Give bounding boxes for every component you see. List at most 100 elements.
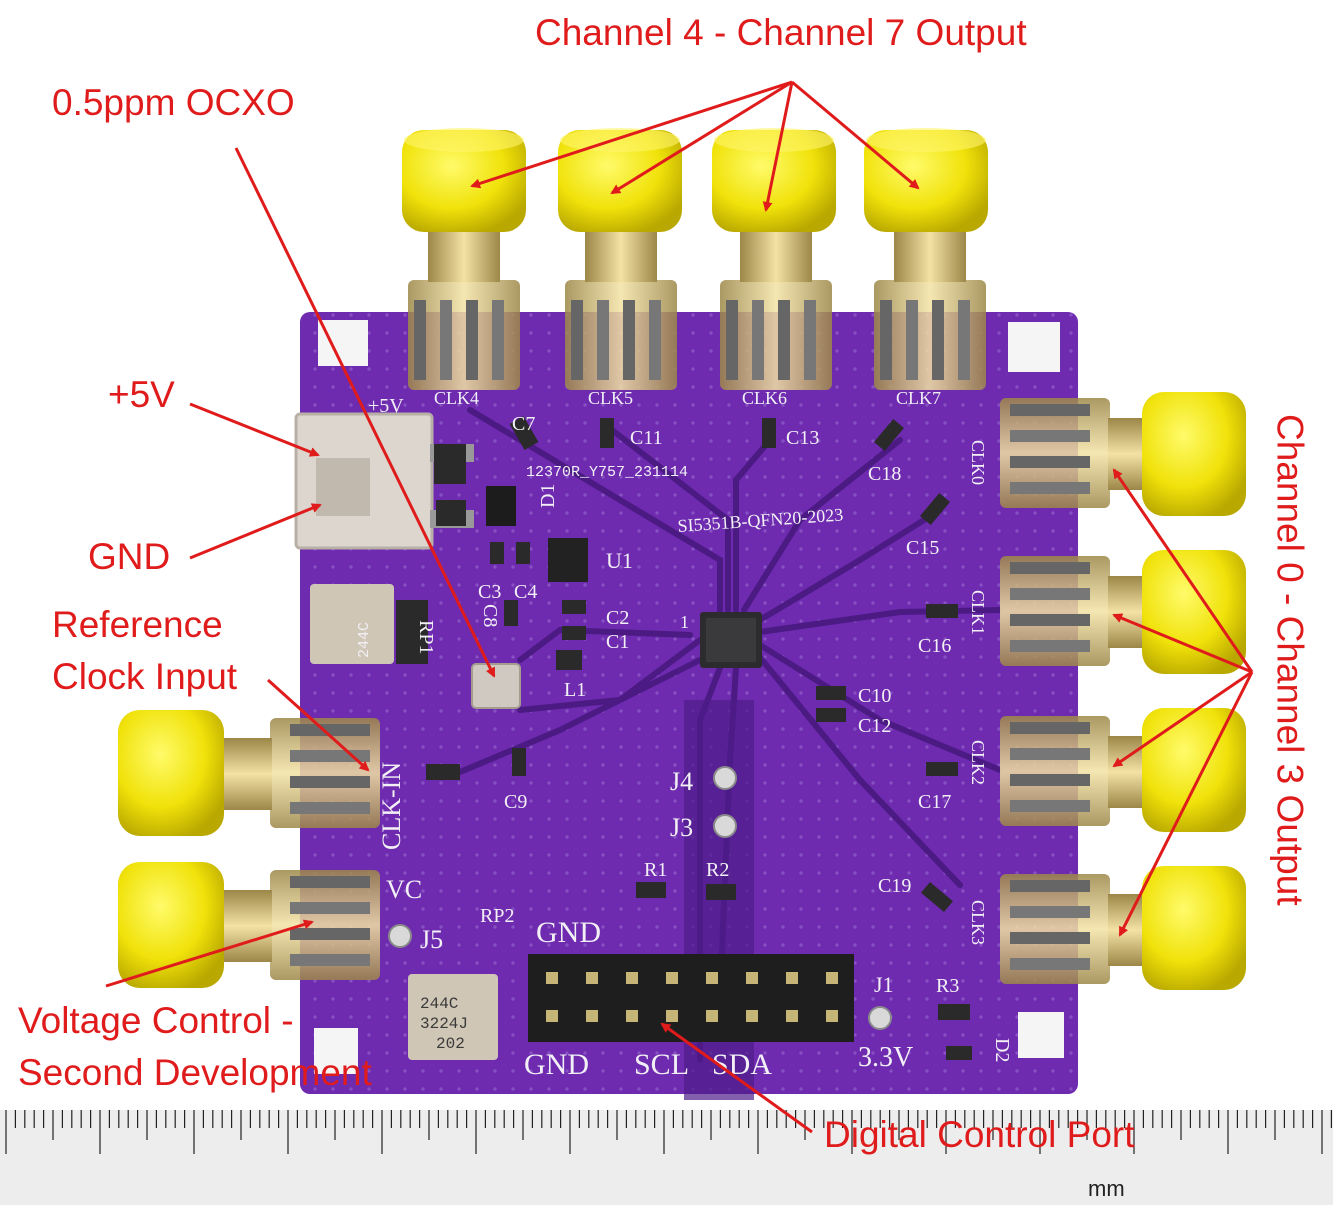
silk-c13: C13 xyxy=(786,427,819,449)
silk-board-id: 12370R_Y757_231114 xyxy=(526,464,688,481)
silk-c18: C18 xyxy=(868,463,901,485)
crystal-code-b-bottom: 3224J xyxy=(420,1015,468,1033)
header-pin xyxy=(626,1010,638,1022)
silk-c11: C11 xyxy=(630,427,663,449)
pin-header-j1 xyxy=(528,954,854,1042)
callout-channel-0-3: Channel 0 - Channel 3 Output xyxy=(1269,414,1311,906)
crystal-code-a: 244C xyxy=(356,622,373,658)
silk-r1: R1 xyxy=(644,859,667,881)
silk-j1: J1 xyxy=(874,972,894,997)
silk-clk6: CLK6 xyxy=(742,388,787,408)
callout-reference-line2: Clock Input xyxy=(52,656,238,697)
silk-header-scl: SCL xyxy=(634,1048,689,1081)
silk-c12: C12 xyxy=(858,715,891,737)
silk-d1: D1 xyxy=(537,484,559,508)
silk-vc: VC xyxy=(386,875,422,904)
sma-connector-clk7 xyxy=(864,128,988,390)
silk-c19: C19 xyxy=(878,875,911,897)
sma-connector-clk4 xyxy=(402,128,526,390)
header-pin xyxy=(786,1010,798,1022)
sma-connector-clk-in xyxy=(118,710,380,836)
callout-reference-line1: Reference xyxy=(52,604,223,645)
header-pin xyxy=(626,972,638,984)
header-pin xyxy=(706,1010,718,1022)
silk-j4: J4 xyxy=(670,767,693,796)
silk-clk4: CLK4 xyxy=(434,388,479,408)
silk-d2: D2 xyxy=(991,1038,1013,1062)
silk-c9: C9 xyxy=(504,791,527,813)
silk-pin1: 1 xyxy=(680,612,689,632)
silk-c4: C4 xyxy=(514,581,537,603)
silk-l1: L1 xyxy=(564,679,586,701)
silk-plus5v: +5V xyxy=(368,395,404,417)
silk-header-3v3: 3.3V xyxy=(858,1042,913,1073)
sma-connector-clk6 xyxy=(712,128,836,390)
header-pin xyxy=(666,1010,678,1022)
callout-digital-control-port: Digital Control Port xyxy=(824,1114,1135,1155)
silk-c8: C8 xyxy=(479,604,501,627)
silk-c17: C17 xyxy=(918,791,951,813)
header-pin xyxy=(706,972,718,984)
callout-gnd: GND xyxy=(88,536,171,577)
diode-d1 xyxy=(486,486,516,526)
header-pin xyxy=(746,1010,758,1022)
silk-header-gnd-bottom: GND xyxy=(524,1048,589,1081)
header-pin xyxy=(586,972,598,984)
sma-connector-clk5 xyxy=(558,128,682,390)
annotation-arrows xyxy=(105,80,1254,1134)
silk-c3: C3 xyxy=(478,581,501,603)
silk-header-gnd-top: GND xyxy=(536,916,601,949)
header-pin xyxy=(826,1010,838,1022)
callout-voltage-control-line1: Voltage Control - xyxy=(18,1000,294,1041)
silk-r3: R3 xyxy=(936,975,959,997)
header-pin xyxy=(786,972,798,984)
silk-c16: C16 xyxy=(918,635,951,657)
silk-clk3: CLK3 xyxy=(968,900,988,945)
silk-r2: R2 xyxy=(706,859,729,881)
header-pin xyxy=(546,1010,558,1022)
silk-c10: C10 xyxy=(858,685,891,707)
mounting-hole-bottom-left xyxy=(314,1028,358,1074)
smd-components xyxy=(396,416,972,1060)
silk-clk5: CLK5 xyxy=(588,388,633,408)
silk-c2: C2 xyxy=(606,607,629,629)
crystal-module-top: 244C xyxy=(310,584,394,664)
header-pin xyxy=(666,972,678,984)
header-pin xyxy=(586,1010,598,1022)
silk-c1: C1 xyxy=(606,631,629,653)
silk-u1: U1 xyxy=(606,548,633,573)
regulator-u1 xyxy=(548,538,588,582)
sma-connector-clk1 xyxy=(1000,550,1246,674)
silk-c15: C15 xyxy=(906,537,939,559)
crystal-code-a-bottom: 244C xyxy=(420,995,458,1013)
silk-header-sda: SDA xyxy=(712,1048,772,1081)
callout-plus5v: +5V xyxy=(108,374,175,415)
silk-rp2: RP2 xyxy=(480,905,514,927)
ruler: mm xyxy=(0,1110,1333,1205)
silk-clk1: CLK1 xyxy=(968,590,988,635)
silk-j5: J5 xyxy=(420,925,443,954)
si5351-ic xyxy=(700,612,762,668)
callout-channel-4-7: Channel 4 - Channel 7 Output xyxy=(535,12,1027,53)
callout-voltage-control-line2: Second Development xyxy=(18,1052,372,1093)
ocxo-oscillator xyxy=(471,663,521,709)
test-points xyxy=(388,766,892,1030)
silk-clk2: CLK2 xyxy=(968,740,988,785)
silk-clk0: CLK0 xyxy=(968,440,988,485)
header-pin xyxy=(746,972,758,984)
silk-j3: J3 xyxy=(670,813,693,842)
header-pin xyxy=(546,972,558,984)
mounting-hole-top-left xyxy=(318,320,368,366)
crystal-code-c-bottom: 202 xyxy=(436,1035,465,1053)
mounting-hole-bottom-right xyxy=(1018,1012,1064,1058)
silk-clk7: CLK7 xyxy=(896,388,941,408)
sma-connector-clk0 xyxy=(1000,392,1246,516)
callout-ocxo: 0.5ppm OCXO xyxy=(52,82,295,123)
crystal-module-bottom: 244C 3224J 202 xyxy=(408,974,498,1060)
sma-connector-clk3 xyxy=(1000,866,1246,990)
silk-c7: C7 xyxy=(512,413,535,435)
mounting-hole-top-right xyxy=(1008,322,1060,372)
ruler-unit-label: mm xyxy=(1088,1176,1125,1201)
silk-rp1: RP1 xyxy=(415,620,437,654)
